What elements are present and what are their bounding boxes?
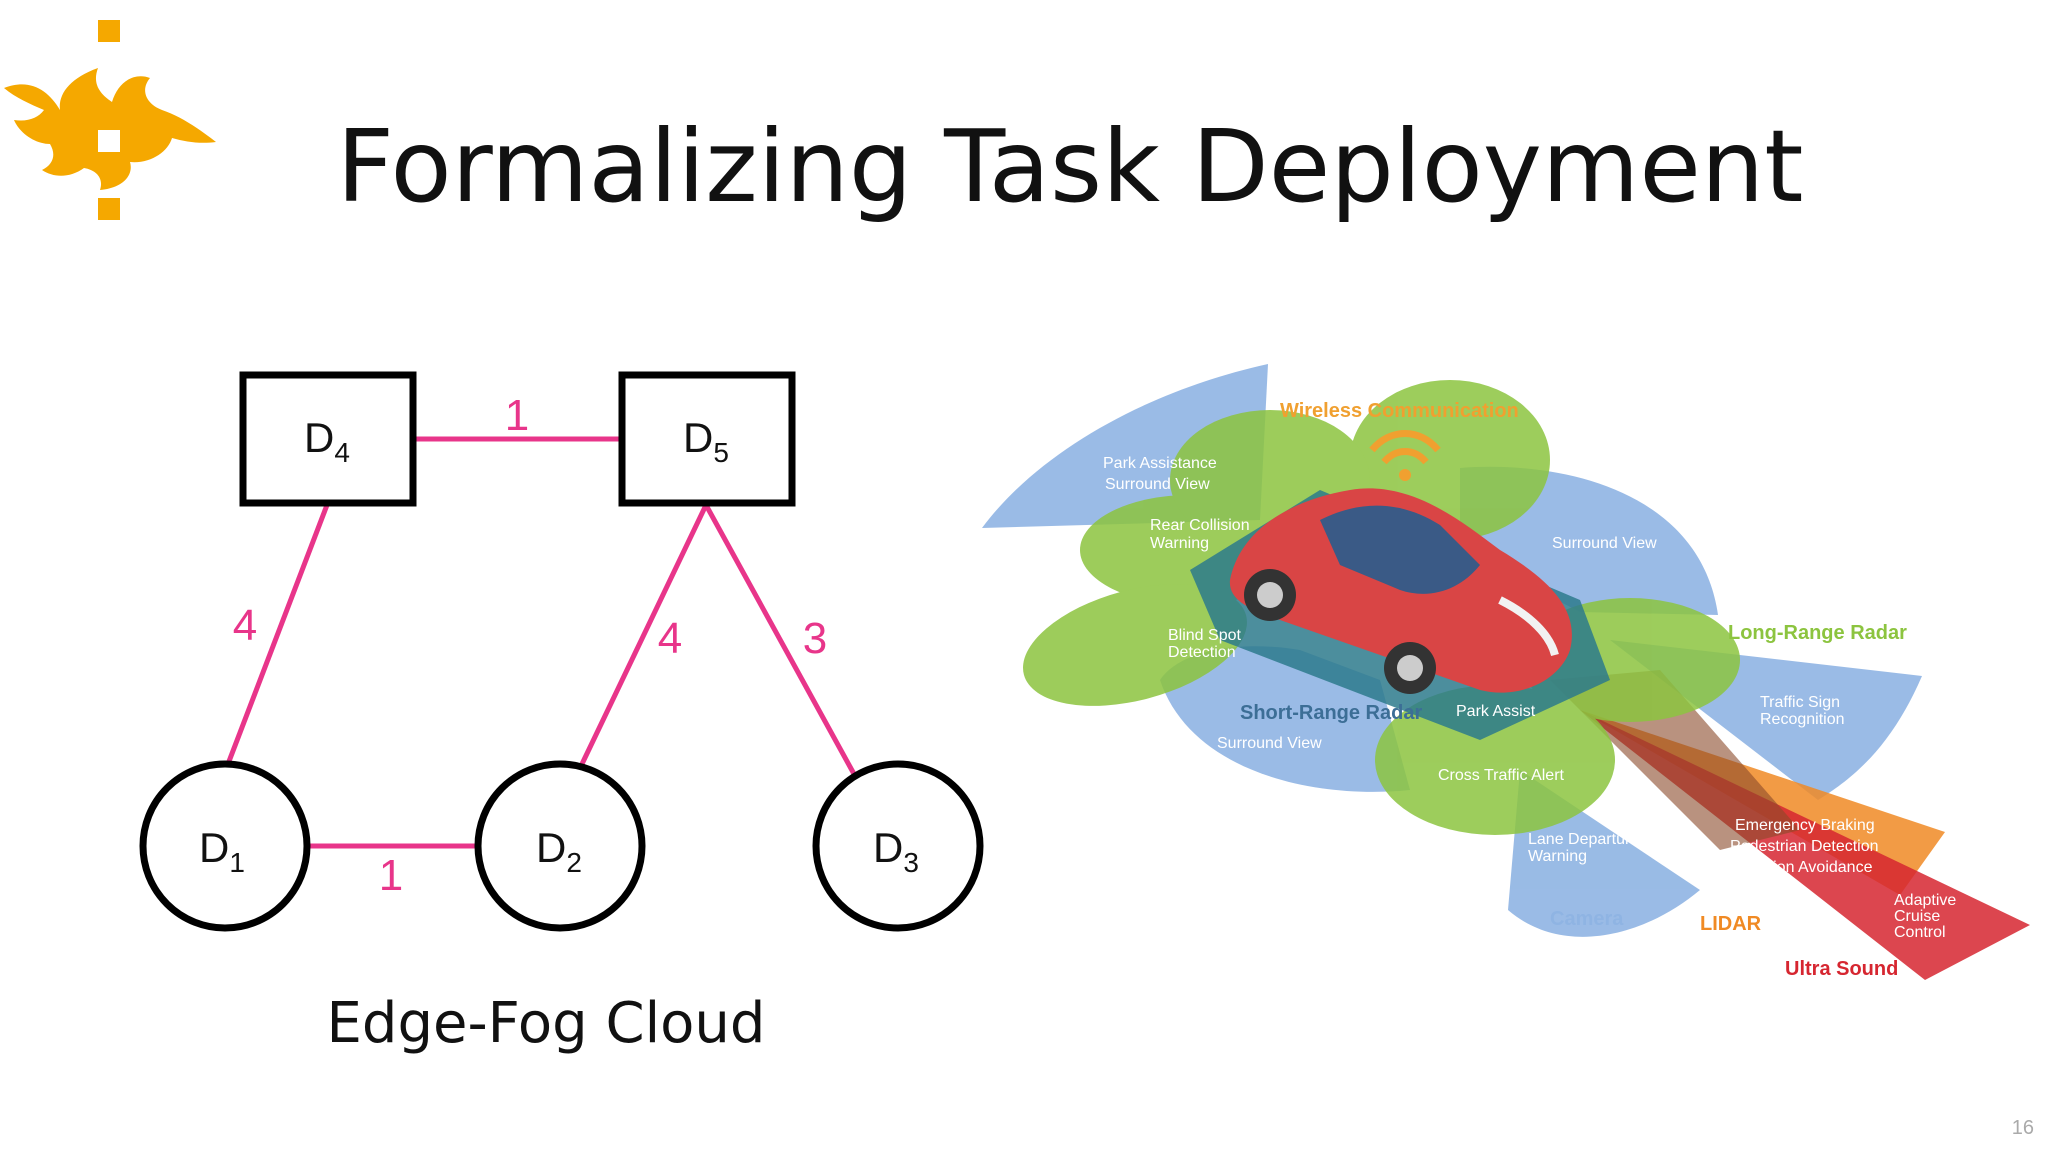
label-emergency-braking: Emergency Braking: [1735, 817, 1875, 834]
edge-d5-d3: [703, 503, 857, 776]
label-control: Control: [1894, 924, 1946, 941]
car-icon: [1229, 488, 1572, 694]
label-ultra-sound: Ultra Sound: [1785, 958, 1898, 980]
page-title: Formalizing Task Deployment: [336, 108, 1804, 225]
graph-caption: Edge-Fog Cloud: [327, 991, 766, 1056]
label-blind-spot: Blind Spot: [1168, 627, 1241, 644]
logo-dot-center: [98, 130, 120, 152]
car-sensor-illustration: Park Assistance Surround View Rear Colli…: [982, 364, 2030, 980]
sensor-zone-blind-spot: [1023, 584, 1247, 706]
label-surround-view-b: Surround View: [1552, 535, 1657, 552]
label-recognition: Recognition: [1760, 711, 1845, 728]
label-wireless: Wireless Communication: [1280, 400, 1519, 422]
label-park-assistance: Park Assistance: [1103, 455, 1217, 472]
node-d3: [812, 760, 984, 932]
label-long-range-radar: Long-Range Radar: [1728, 622, 1907, 644]
label-collision-avoidance: Collision Avoidance: [1734, 859, 1873, 876]
node-d1: [139, 760, 311, 932]
edge-weight-d4-d1: 4: [233, 601, 257, 650]
label-pedestrian-detection: Pedestrian Detection: [1730, 838, 1879, 855]
label-cruise: Cruise: [1894, 908, 1940, 925]
label-rear-collision: Rear Collision: [1150, 517, 1250, 534]
node-label-d4: D4: [304, 414, 350, 468]
university-logo: [4, 20, 216, 220]
logo-dot-top: [98, 20, 120, 42]
edge-weight-d5-d2: 4: [658, 614, 682, 663]
node-d5: [618, 371, 796, 507]
page-number: 16: [2011, 1117, 2034, 1139]
label-surround-view-c: Surround View: [1217, 735, 1322, 752]
edge-d5-d2: [579, 503, 709, 766]
label-adaptive: Adaptive: [1894, 892, 1956, 909]
label-camera: Camera: [1550, 908, 1624, 930]
label-detection: Detection: [1168, 644, 1236, 661]
node-label-d5: D5: [683, 414, 729, 468]
edge-weight-d4-d5: 1: [505, 391, 529, 440]
edge-weight-d1-d2: 1: [379, 851, 403, 900]
label-lane-departure: Lane Departure: [1528, 831, 1639, 848]
label-surround-view-a: Surround View: [1105, 476, 1210, 493]
node-label-d3: D3: [873, 824, 919, 878]
node-label-d2: D2: [536, 824, 582, 878]
edge-d4-d1: [225, 504, 330, 765]
label-warning: Warning: [1150, 535, 1209, 552]
logo-dot-bottom: [98, 198, 120, 220]
edge-fog-graph: 1 4 4 3 1 D4 D5 D1 D2 D3 Edge-Fog Cloud: [139, 371, 984, 1056]
wifi-icon: [1369, 430, 1441, 481]
label-lane-warning: Warning: [1528, 848, 1587, 865]
label-lidar: LIDAR: [1700, 913, 1762, 935]
node-label-d1: D1: [199, 824, 245, 878]
label-traffic-sign: Traffic Sign: [1760, 694, 1840, 711]
edge-weight-d5-d3: 3: [803, 614, 827, 663]
node-d2: [474, 760, 646, 932]
label-park-assist: Park Assist: [1456, 703, 1536, 720]
logo-flame: [4, 68, 216, 190]
node-d4: [239, 371, 417, 507]
label-cross-traffic: Cross Traffic Alert: [1438, 767, 1565, 784]
label-short-range-radar: Short-Range Radar: [1240, 702, 1422, 724]
